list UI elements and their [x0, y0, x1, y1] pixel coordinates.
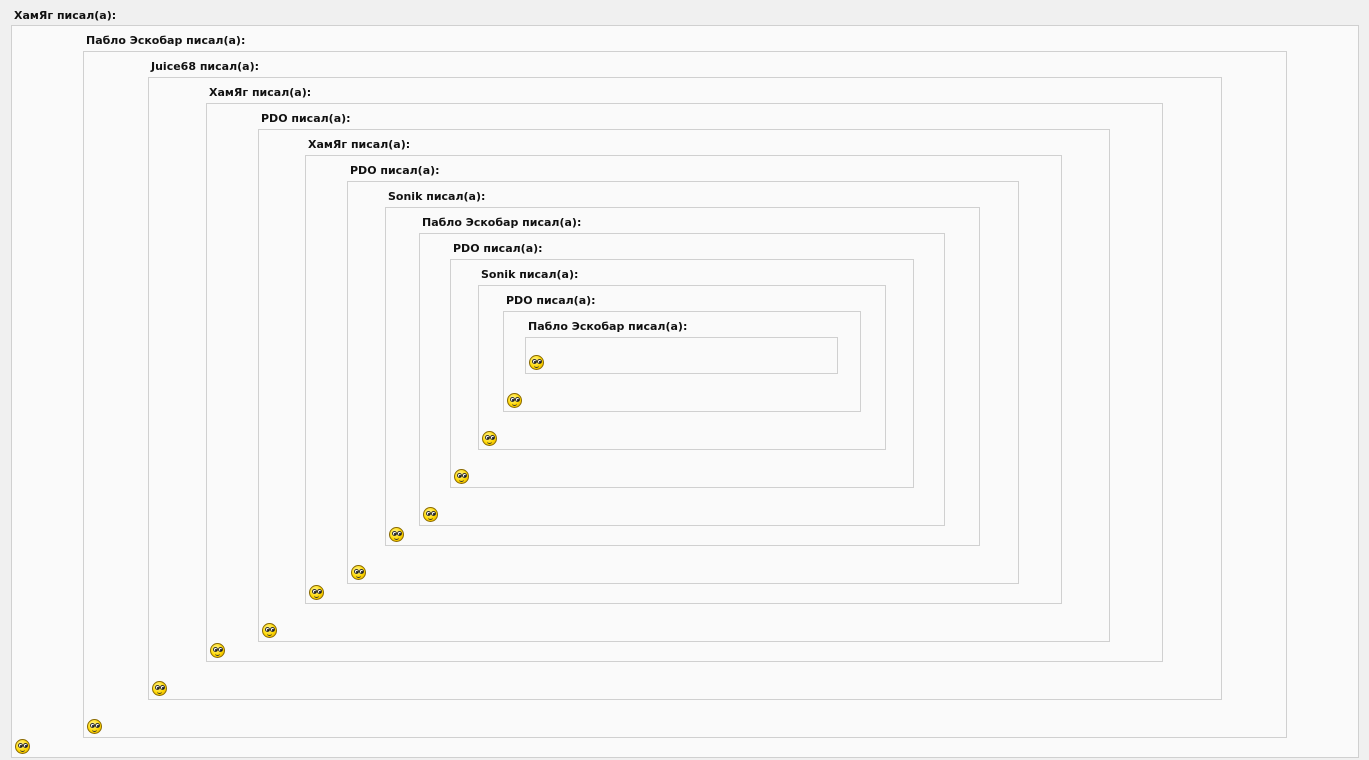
rolleyes-smiley-icon — [262, 623, 277, 638]
rolleyes-smiley-icon — [152, 681, 167, 696]
rolleyes-smiley-icon — [210, 643, 225, 658]
quote-author-label: ХамЯг писал(а): — [308, 138, 411, 151]
rolleyes-smiley-icon — [454, 469, 469, 484]
quote-author-label: PDO писал(а): — [506, 294, 596, 307]
rolleyes-smiley-icon — [507, 393, 522, 408]
quote-author-label: Пабло Эскобар писал(а): — [422, 216, 582, 229]
quote-author-label: ХамЯг писал(а): — [209, 86, 312, 99]
rolleyes-smiley-icon — [15, 739, 30, 754]
quote-block — [525, 337, 838, 374]
quote-author-label: PDO писал(а): — [261, 112, 351, 125]
quote-author-label: Sonik писал(а): — [388, 190, 486, 203]
rolleyes-smiley-icon — [87, 719, 102, 734]
quote-author-label: PDO писал(а): — [453, 242, 543, 255]
rolleyes-smiley-icon — [309, 585, 324, 600]
quote-author-label: ХамЯг писал(а): — [14, 9, 117, 22]
rolleyes-smiley-icon — [482, 431, 497, 446]
quote-author-label: Пабло Эскобар писал(а): — [86, 34, 246, 47]
quote-author-label: PDO писал(а): — [350, 164, 440, 177]
quote-author-label: Sonik писал(а): — [481, 268, 579, 281]
rolleyes-smiley-icon — [389, 527, 404, 542]
rolleyes-smiley-icon — [423, 507, 438, 522]
quote-author-label: Juice68 писал(а): — [151, 60, 259, 73]
rolleyes-smiley-icon — [529, 355, 544, 370]
rolleyes-smiley-icon — [351, 565, 366, 580]
quote-author-label: Пабло Эскобар писал(а): — [528, 320, 688, 333]
